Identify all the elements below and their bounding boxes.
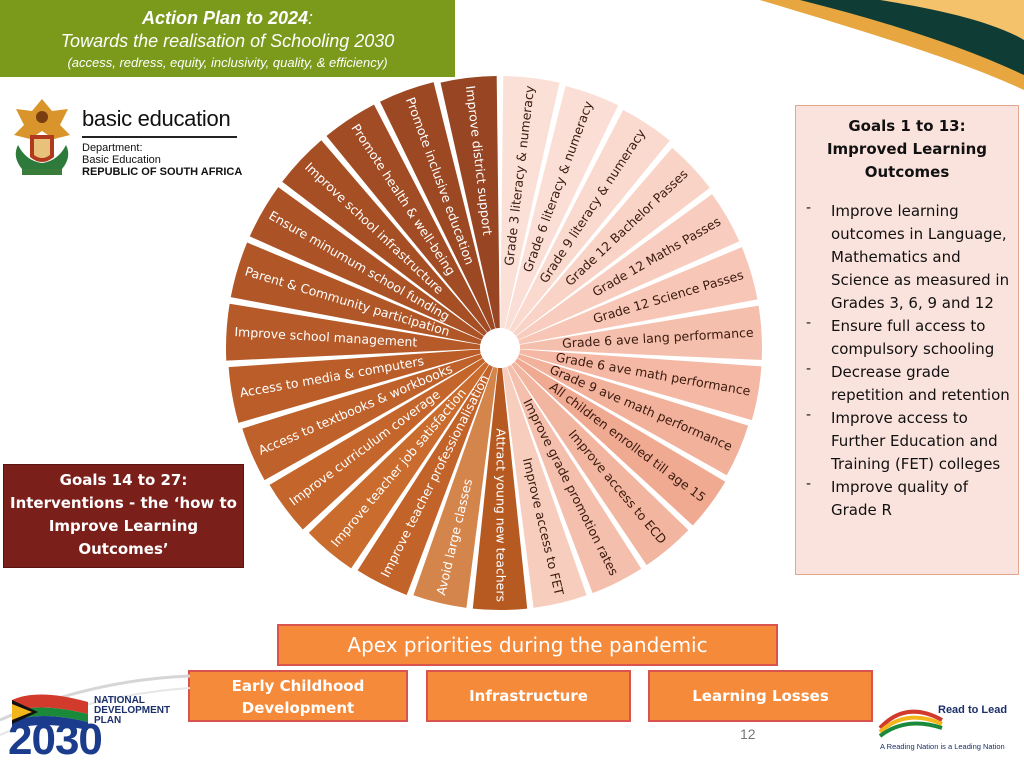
wheel-segment	[413, 366, 498, 608]
department-line1: Department:	[82, 141, 143, 154]
read-to-lead-logo: Read to Lead A Reading Nation is a Leadi…	[876, 696, 1016, 761]
ndp-2030-logo: NATIONAL DEVELOPMENT PLAN 2030	[8, 692, 188, 762]
wheel-segment	[308, 361, 489, 569]
title-line1: Action Plan to 2024	[141, 8, 309, 28]
wheel-segment	[504, 86, 619, 331]
department-block: basic education Department: Basic Educat…	[82, 106, 242, 178]
rtl-title: Read to Lead	[938, 704, 1008, 716]
goals-right-heading2: Improved Learning	[826, 140, 988, 158]
title-colon: :	[308, 8, 314, 28]
goal-item: Improve learning outcomes in Language, M…	[804, 197, 1012, 315]
ndp-line3: PLAN	[94, 715, 122, 726]
wheel-segment	[269, 358, 486, 530]
wheel-segment	[282, 140, 487, 336]
goal-item: Decrease grade repetition and retention	[804, 358, 1012, 407]
apex-priorities-title: Apex priorities during the pandemic	[277, 624, 778, 666]
wheel-segment	[511, 361, 689, 566]
goals-right-heading1: Goals 1 to 13:	[848, 117, 966, 135]
department-name: basic education	[82, 106, 231, 131]
goals-left-line1: Goals 14 to 27:	[59, 471, 188, 489]
wheel-segment	[519, 305, 763, 361]
wheel-segment	[472, 367, 528, 610]
wheel-segment	[440, 76, 500, 329]
goal-item: Improve quality of Grade R	[804, 473, 1012, 522]
wheel-segment	[516, 194, 740, 340]
wheel-segment	[517, 353, 749, 476]
wheel-segment	[242, 353, 483, 481]
wheel-segment	[230, 242, 482, 345]
goal-item: Improve access to Further Education and …	[804, 404, 1012, 476]
wheel-segment	[249, 187, 484, 340]
goals-right-list: Improve learning outcomes in Language, M…	[796, 197, 1018, 522]
wheel-segment	[228, 349, 481, 423]
wheel-segment	[519, 349, 762, 421]
book-stripes-icon	[878, 709, 943, 738]
goal-item: Ensure full access to compulsory schooli…	[804, 312, 1012, 361]
page-number: 12	[740, 726, 756, 742]
goals-14-27-panel: Goals 14 to 27: Interventions - the ‘how…	[3, 464, 244, 568]
title-banner: Action Plan to 2024: Towards the realisa…	[0, 0, 455, 77]
apex-ecd-box: Early Childhood Development	[188, 670, 408, 722]
sa-flag-icon	[12, 694, 88, 730]
ndp-line1: NATIONAL	[94, 695, 145, 706]
wheel-segment	[326, 104, 491, 333]
ndp-line2: DEVELOPMENT	[94, 705, 171, 716]
goals-right-heading3: Outcomes	[864, 163, 950, 181]
department-line3: REPUBLIC OF SOUTH AFRICA	[82, 165, 243, 178]
wheel-segment	[509, 109, 670, 333]
goals-1-13-panel: Goals 1 to 13: Improved Learning Outcome…	[795, 105, 1019, 575]
wheel-segment	[380, 82, 496, 331]
apex-learning-losses-box: Learning Losses	[648, 670, 873, 722]
wheel-segment	[357, 364, 493, 595]
goals-left-line3: Improve Learning	[48, 517, 199, 535]
goals-left-line4: Outcomes’	[78, 540, 169, 558]
ndp-year: 2030	[8, 715, 103, 764]
title-line2: Towards the realisation of Schooling 203…	[60, 31, 395, 51]
rtl-tagline: A Reading Nation is a Leading Nation	[880, 742, 1005, 751]
wheel-segment	[502, 366, 587, 608]
goals-left-line2: Interventions - the ‘how to	[9, 494, 237, 512]
title-line3: (access, redress, equity, inclusivity, q…	[67, 55, 388, 70]
department-divider	[82, 136, 237, 138]
wheel-segment	[513, 147, 710, 336]
wheel-segment	[507, 364, 642, 594]
department-line2: Basic Education	[82, 153, 161, 166]
wheel-segment	[226, 303, 481, 361]
coat-of-arms-logo	[14, 99, 70, 175]
wheel-segment	[514, 358, 726, 526]
apex-infrastructure-box: Infrastructure	[426, 670, 631, 722]
wheel-hub	[480, 328, 520, 368]
wheel-segment	[500, 76, 560, 329]
wheel-segment	[518, 247, 758, 345]
wheel-segment-label: Attract young new teachers	[494, 428, 509, 602]
